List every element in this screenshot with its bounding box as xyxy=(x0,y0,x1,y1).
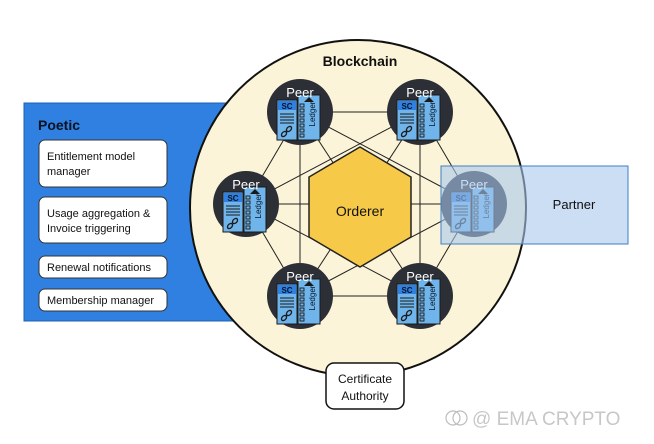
svg-text:Certificate: Certificate xyxy=(338,372,392,386)
svg-text:Authority: Authority xyxy=(341,389,388,403)
peer-sc-label: SC xyxy=(281,286,292,295)
peer-sc-label: SC xyxy=(227,194,238,203)
svg-text:Invoice triggering: Invoice triggering xyxy=(47,223,131,235)
peer-node: Peer SC Ledger xyxy=(266,78,334,146)
peer-node: Peer SC Ledger xyxy=(386,262,454,330)
svg-text:manager: manager xyxy=(47,166,91,178)
poetic-item-entitlement[interactable]: Entitlement model manager xyxy=(38,139,168,188)
poetic-item-text: manager xyxy=(47,166,91,178)
peer-sc-label: SC xyxy=(281,102,292,111)
peer-ledger-label: Ledger xyxy=(308,285,317,310)
ca-label-line: Certificate xyxy=(338,372,392,386)
partner-panel xyxy=(440,165,629,245)
svg-text:Membership manager: Membership manager xyxy=(47,295,154,307)
peer-ledger-label: Ledger xyxy=(308,101,317,126)
svg-text:Renewal notifications: Renewal notifications xyxy=(47,262,151,274)
peer-node: Peer SC Ledger xyxy=(212,170,280,238)
poetic-item-renewal[interactable]: Renewal notifications xyxy=(38,255,168,279)
watermark: @ EMA CRYPTO xyxy=(445,409,620,430)
peer-ledger-label: Ledger xyxy=(254,193,263,218)
watermark-logo-icon xyxy=(445,410,468,426)
peer-label: Peer xyxy=(406,269,434,284)
poetic-item-usage[interactable]: Usage aggregation & Invoice triggering xyxy=(38,196,168,244)
poetic-item-text: Entitlement model xyxy=(47,151,135,163)
peer-label: Peer xyxy=(232,177,260,192)
poetic-item-membership[interactable]: Membership manager xyxy=(38,288,168,312)
blockchain-title: Blockchain xyxy=(323,53,398,69)
watermark-text: @ EMA CRYPTO xyxy=(472,409,620,430)
peer-node: Peer SC Ledger xyxy=(266,262,334,330)
ca-label-line: Authority xyxy=(341,389,388,403)
svg-text:Entitlement model: Entitlement model xyxy=(47,151,135,163)
certificate-authority-box[interactable]: Certificate Authority xyxy=(325,362,405,410)
peer-sc-label: SC xyxy=(401,286,412,295)
peer-node: Peer SC Ledger xyxy=(386,78,454,146)
svg-text:Usage aggregation &: Usage aggregation & xyxy=(47,208,151,220)
peer-ledger-label: Ledger xyxy=(428,101,437,126)
poetic-title: Poetic xyxy=(38,117,80,133)
orderer-label: Orderer xyxy=(336,203,385,219)
poetic-item-text: Membership manager xyxy=(47,295,154,307)
peer-label: Peer xyxy=(406,85,434,100)
peer-label: Peer xyxy=(286,269,314,284)
partner-label: Partner xyxy=(553,197,596,212)
orderer-hexagon xyxy=(308,146,412,268)
poetic-item-text: Usage aggregation & xyxy=(47,208,151,220)
poetic-item-text: Renewal notifications xyxy=(47,262,151,274)
peer-ledger-label: Ledger xyxy=(428,285,437,310)
peer-sc-label: SC xyxy=(401,102,412,111)
poetic-item-text: Invoice triggering xyxy=(47,223,131,235)
peer-label: Peer xyxy=(286,85,314,100)
